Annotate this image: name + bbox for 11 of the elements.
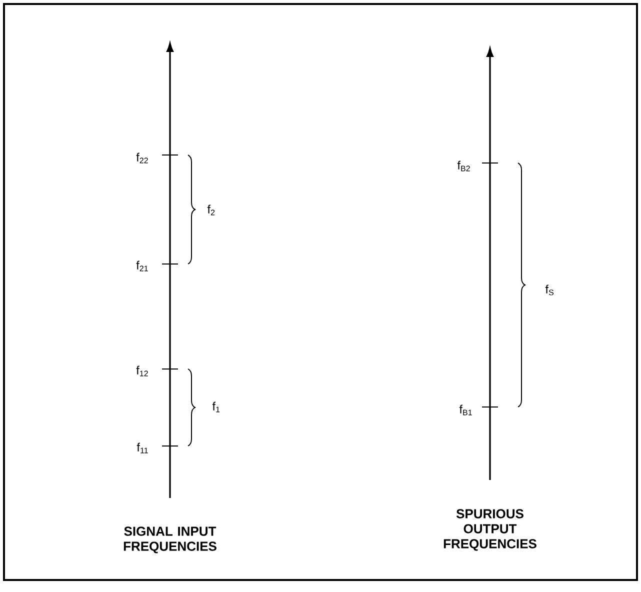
axis-caption: SPURIOUS OUTPUT FREQUENCIES xyxy=(444,509,536,551)
tick-label: f$_{21}$ xyxy=(136,260,148,272)
brace-label: f$_{1}$ xyxy=(212,402,220,412)
tick-label: f$_{22}$ xyxy=(136,152,148,164)
tick-label: f$_{B2}$ xyxy=(457,160,470,172)
brace-label: f$_{S}$ xyxy=(545,284,554,296)
brace-label: f$_{2}$ xyxy=(207,204,215,216)
axis-caption: SIGNAL INPUT FREQUENCIES xyxy=(124,526,216,554)
tick-label: f$_{12}$ xyxy=(136,366,148,376)
tick-label: f$_{11}$ xyxy=(136,442,148,454)
tick-label: f$_{B1}$ xyxy=(459,404,472,416)
